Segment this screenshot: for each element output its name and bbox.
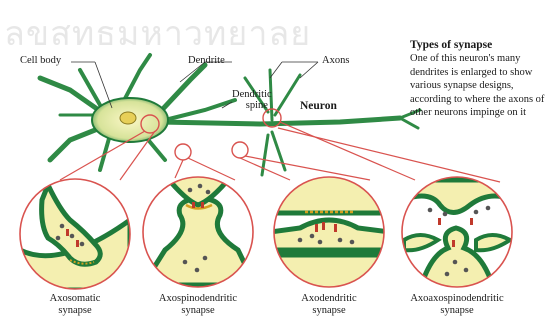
caption-axosomatic-line1: Axosomatic xyxy=(20,293,130,305)
caption-axoaxospinodendritic-line2: synapse xyxy=(402,305,512,317)
neuron-label: Neuron xyxy=(300,100,337,112)
axons-label: Axons xyxy=(322,55,349,66)
types-description: One of this neuron's many dendrites is e… xyxy=(410,52,548,120)
axospinodendritic-detail xyxy=(143,175,255,287)
dendritic-spine-line1: Dendritic xyxy=(232,89,272,100)
axoaxospinodendritic-detail xyxy=(402,177,512,290)
caption-axospinodendritic: Axospinodendritic synapse xyxy=(143,293,253,317)
caption-axosomatic-line2: synapse xyxy=(20,305,130,317)
caption-axodendritic-line1: Axodendritic xyxy=(274,293,384,305)
dendritic-spine-line2: spine xyxy=(242,100,272,111)
dendrite-label: Dendrite xyxy=(188,55,225,66)
axosomatic-detail xyxy=(20,179,130,290)
axodendritic-detail xyxy=(270,175,390,295)
cell-body-label: Cell body xyxy=(20,55,61,66)
caption-axodendritic-line2: synapse xyxy=(274,305,384,317)
types-title: Types of synapse xyxy=(410,39,492,51)
caption-axoaxospinodendritic-line1: Axoaxospinodendritic xyxy=(402,293,512,305)
caption-axosomatic: Axosomatic synapse xyxy=(20,293,130,317)
caption-axospinodendritic-line1: Axospinodendritic xyxy=(143,293,253,305)
caption-axodendritic: Axodendritic synapse xyxy=(274,293,384,317)
dendritic-spine-label: Dendritic spine xyxy=(232,89,272,111)
caption-axospinodendritic-line2: synapse xyxy=(143,305,253,317)
caption-axoaxospinodendritic: Axoaxospinodendritic synapse xyxy=(402,293,512,317)
